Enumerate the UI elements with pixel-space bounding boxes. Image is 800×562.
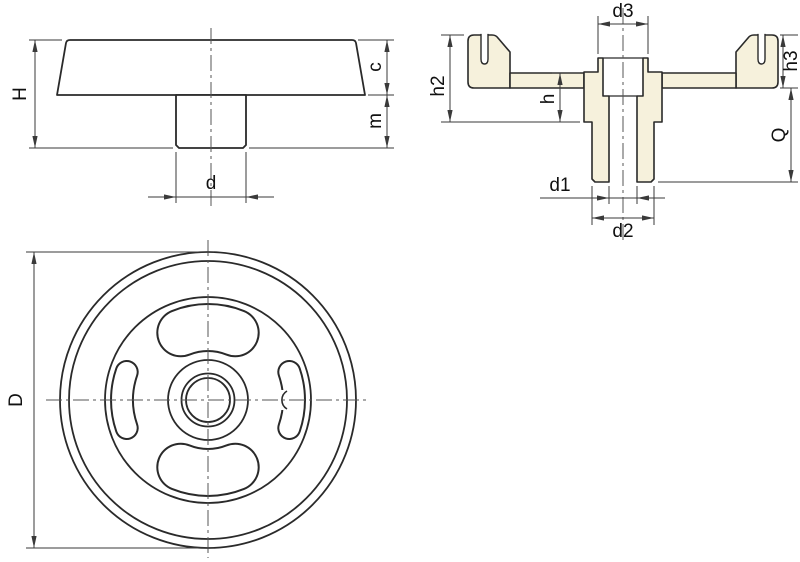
dim-label-Q: Q [769, 128, 790, 143]
dimension-D: D [6, 251, 214, 549]
dimension-h2: h2 [428, 34, 580, 123]
dim-label-c: c [365, 62, 386, 72]
dim-label-h3: h3 [781, 50, 800, 71]
dim-label-d1: d1 [549, 175, 570, 196]
dimension-Q: Q [658, 88, 798, 183]
dimension-d3: d3 [597, 1, 649, 54]
mold-slot-left [480, 33, 489, 65]
dimension-c: c [358, 39, 394, 96]
dimension-d: d [148, 152, 274, 203]
dimension-H: H [10, 39, 173, 149]
rim-section-right [735, 34, 779, 89]
dim-label-H: H [10, 87, 31, 101]
dim-label-h: h [538, 94, 559, 105]
section-view: d3 h2 h h3 Q [428, 1, 800, 242]
spoke-web-left [509, 72, 585, 89]
hub-section-right-wall [636, 57, 663, 183]
rim-section-left [467, 34, 511, 89]
dim-label-d: d [206, 173, 217, 194]
dimension-h: h [538, 72, 580, 122]
spoke-cutout-bottom [156, 442, 260, 497]
mold-slot-right [757, 33, 766, 65]
dimension-m: m [249, 95, 394, 149]
front-view: D [6, 240, 370, 558]
dim-label-d3: d3 [612, 1, 633, 22]
spoke-web-right [661, 72, 737, 89]
dim-label-m: m [365, 113, 386, 129]
dim-label-d2: d2 [612, 221, 633, 242]
dim-label-h2: h2 [428, 75, 449, 96]
dim-label-D: D [6, 393, 27, 407]
dimension-h3: h3 [780, 34, 800, 89]
hub-section-left-wall [583, 57, 610, 183]
side-view: H c m d [10, 28, 394, 210]
dimension-d2: d2 [591, 186, 655, 242]
dimension-d1: d1 [540, 175, 665, 204]
